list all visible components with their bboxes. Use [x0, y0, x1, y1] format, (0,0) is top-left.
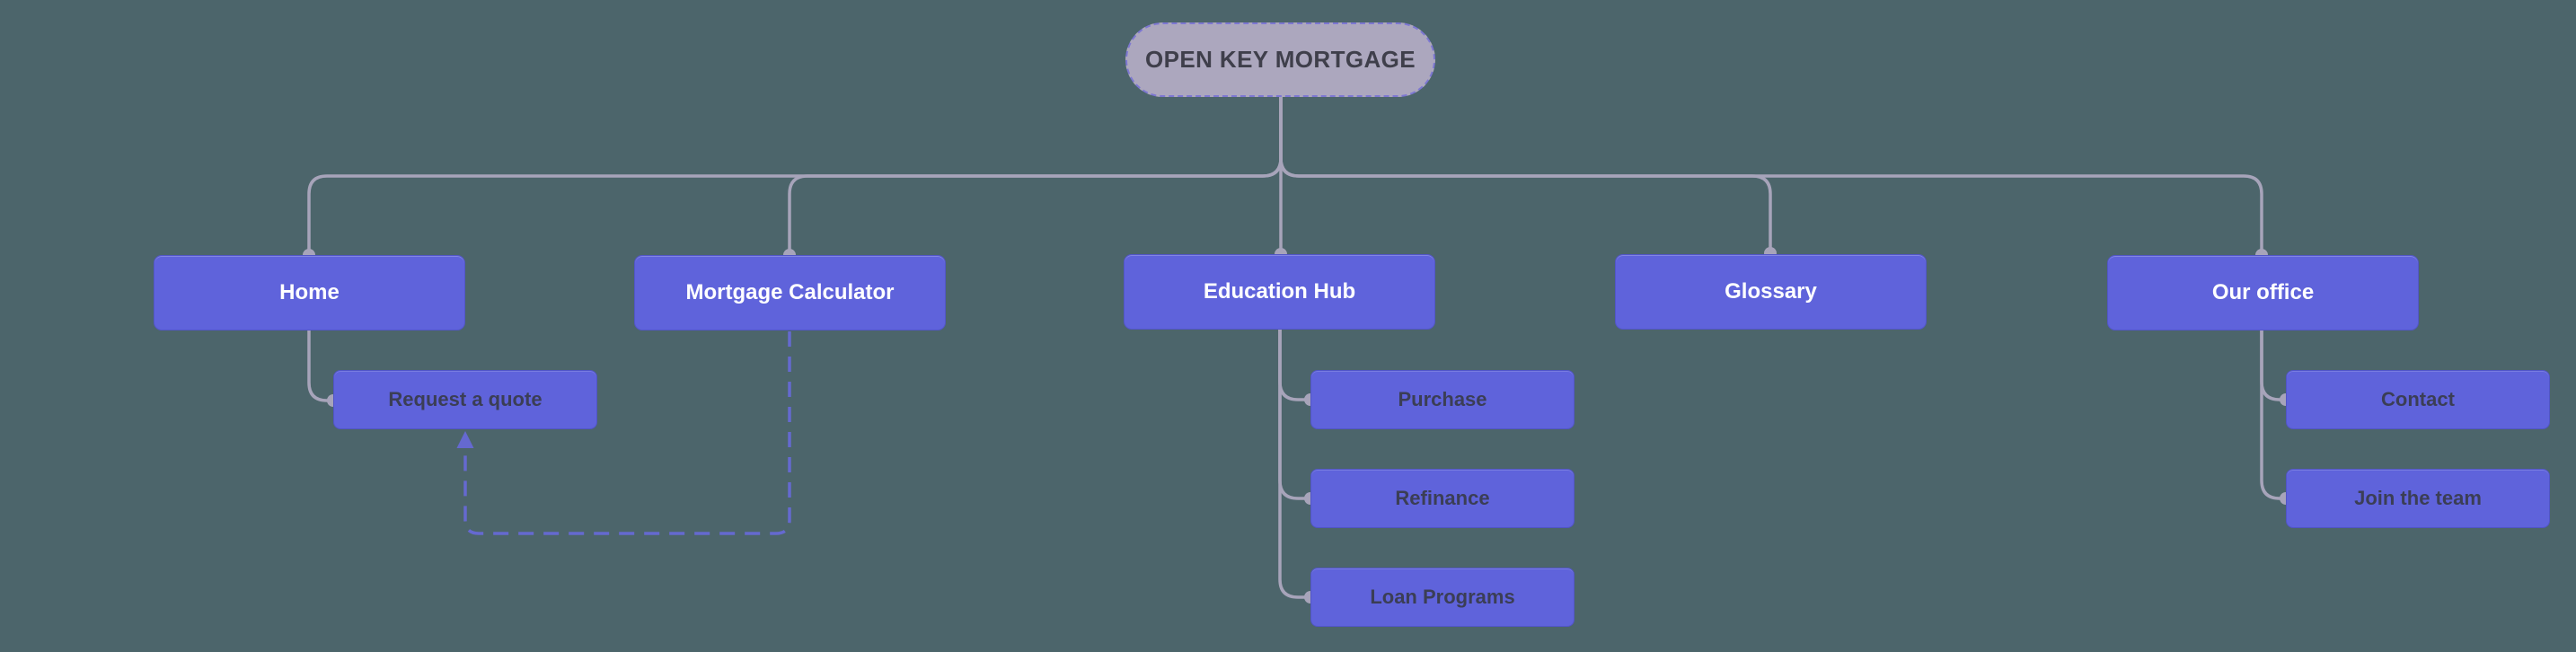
node-contact[interactable]: Contact	[2286, 370, 2550, 429]
edge-root-mortgage-calculator	[788, 97, 1283, 254]
node-label: Purchase	[1398, 388, 1487, 410]
edge-office-join-team	[2260, 330, 2286, 500]
edge-office-contact	[2260, 330, 2286, 401]
edge-education-refinance	[1278, 330, 1310, 500]
node-glossary[interactable]: Glossary	[1615, 254, 1927, 330]
edge-education-loan-programs	[1278, 330, 1310, 599]
node-loan-programs[interactable]: Loan Programs	[1310, 568, 1575, 627]
node-refinance[interactable]: Refinance	[1310, 469, 1575, 528]
node-label: Our office	[2211, 280, 2315, 304]
node-open-key-mortgage[interactable]: OPEN KEY MORTGAGE	[1125, 22, 1435, 97]
node-label: Refinance	[1395, 487, 1490, 509]
edge-root-glossary	[1279, 97, 1772, 253]
node-our-office[interactable]: Our office	[2107, 255, 2419, 330]
node-home[interactable]: Home	[154, 255, 465, 330]
edge-education-purchase	[1278, 330, 1310, 401]
node-label: Contact	[2381, 388, 2455, 410]
node-label: Request a quote	[388, 388, 543, 410]
arrowhead-up-icon	[456, 431, 474, 448]
root-label: OPEN KEY MORTGAGE	[1144, 46, 1416, 73]
node-request-a-quote[interactable]: Request a quote	[333, 370, 597, 429]
node-label: Join the team	[2354, 487, 2482, 509]
edge-root-home	[307, 97, 1283, 254]
node-label: Home	[279, 280, 340, 304]
node-purchase[interactable]: Purchase	[1310, 370, 1575, 429]
node-mortgage-calculator[interactable]: Mortgage Calculator	[634, 255, 946, 330]
node-education-hub[interactable]: Education Hub	[1124, 254, 1435, 330]
edge-home-request-quote	[307, 330, 333, 402]
edge-mortgage-to-quote-dashed	[463, 331, 791, 535]
node-label: Loan Programs	[1370, 586, 1515, 608]
node-label: Glossary	[1725, 279, 1817, 304]
node-label: Mortgage Calculator	[685, 280, 895, 304]
node-join-the-team[interactable]: Join the team	[2286, 469, 2550, 528]
node-label: Education Hub	[1203, 279, 1356, 304]
edge-root-our-office	[1279, 97, 2263, 254]
